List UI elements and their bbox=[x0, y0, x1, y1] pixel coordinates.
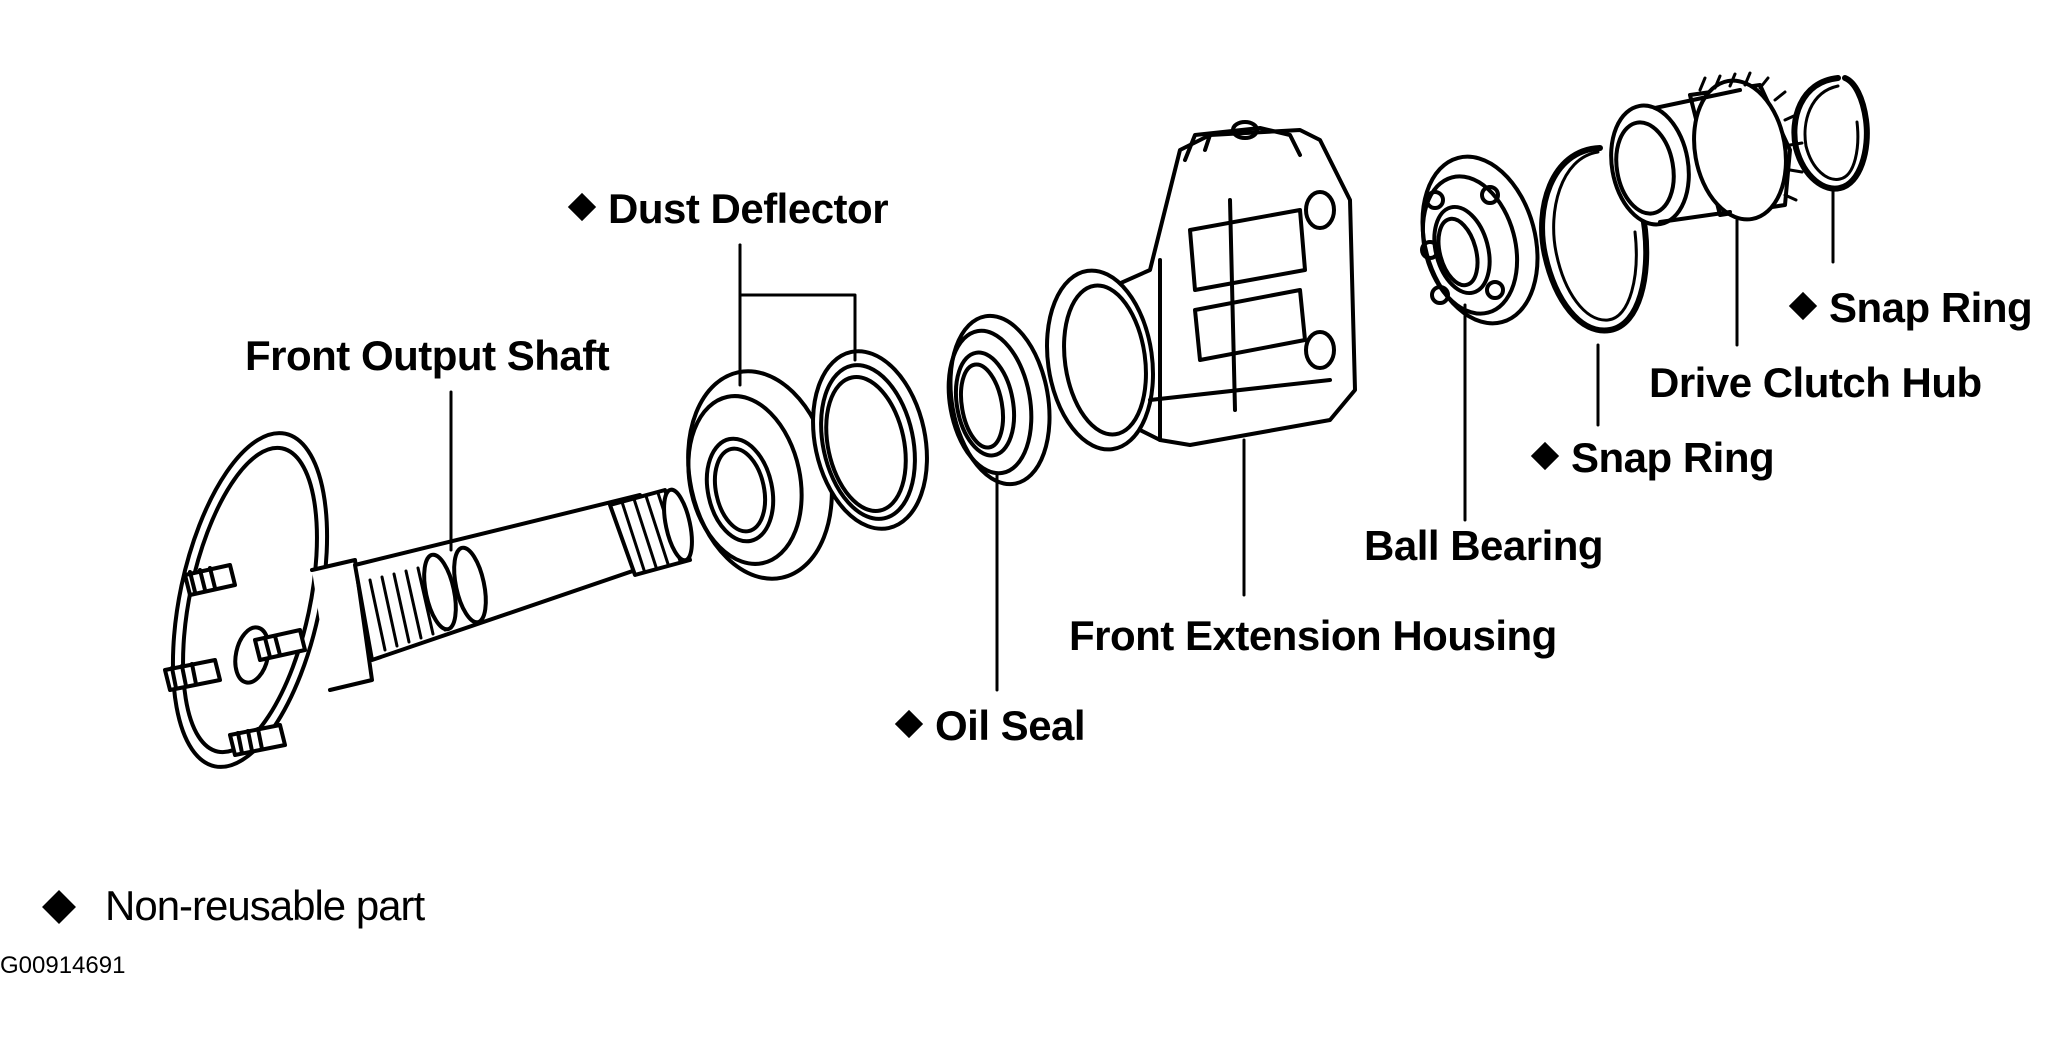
label-dust-deflector: Dust Deflector bbox=[567, 188, 889, 230]
oil-seal-drawing bbox=[946, 313, 1052, 487]
label-snap-ring-inner: Snap Ring bbox=[1530, 437, 1775, 479]
label-ball-bearing: Ball Bearing bbox=[1364, 522, 1604, 569]
diamond-icon bbox=[567, 192, 597, 222]
figure-code: G00914691 bbox=[0, 952, 126, 979]
diamond-icon bbox=[1788, 291, 1818, 321]
label-oil-seal: Oil Seal bbox=[894, 705, 1086, 747]
diamond-icon bbox=[894, 709, 924, 739]
diamond-icon bbox=[1530, 441, 1560, 471]
leader-lines bbox=[449, 188, 1835, 692]
label-snap-ring-outer: Snap Ring bbox=[1788, 287, 2033, 329]
legend-text: Non-reusable part bbox=[105, 882, 425, 929]
front-extension-housing-drawing bbox=[1045, 120, 1357, 452]
drive-clutch-hub-drawing bbox=[1609, 71, 1804, 227]
label-drive-clutch-hub: Drive Clutch Hub bbox=[1649, 359, 1982, 406]
ball-bearing-drawing bbox=[1420, 154, 1540, 326]
dust-deflector-drawing bbox=[686, 349, 929, 581]
label-front-extension-housing: Front Extension Housing bbox=[1069, 612, 1557, 659]
snap-ring-outer-drawing bbox=[1791, 75, 1870, 192]
flange-studs bbox=[163, 563, 307, 757]
label-front-output-shaft: Front Output Shaft bbox=[245, 332, 610, 379]
front-output-shaft-drawing bbox=[163, 431, 694, 769]
